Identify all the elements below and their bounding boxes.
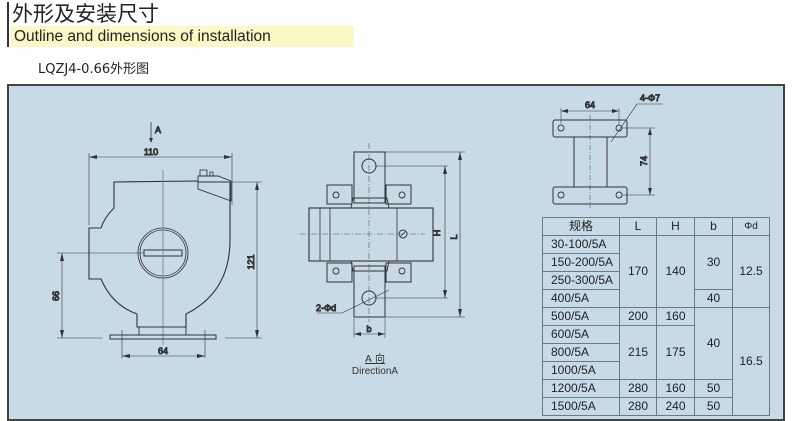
side-h-label: H (432, 230, 442, 237)
drawing-subtitle: LQZJ4-0.66外形图 (38, 62, 150, 77)
base-view: 64 4-Φ7 74 (552, 93, 663, 208)
side-hole-label: 2-Φd (316, 303, 336, 313)
section-title-en: Outline and dimensions of installation (14, 28, 271, 45)
title-highlight (11, 26, 354, 47)
table-row: 150-200/5A (542, 253, 770, 272)
table-row: 500/5A 200 160 40 16.5 (542, 307, 770, 416)
base-height-dim: 74 (639, 156, 649, 166)
cell-l: 215 (619, 325, 657, 380)
arrow-a-label: A (155, 125, 161, 135)
cell-d: 12.5 (732, 235, 770, 308)
side-view: H L 2-Φd b (300, 143, 465, 338)
base-width-dim: 64 (585, 100, 595, 110)
spec-table-header: 规格 L H b Φd (542, 217, 770, 236)
header-b: b (694, 217, 733, 236)
cell-spec: 400/5A (542, 289, 620, 308)
cell-spec: 500/5A (542, 307, 620, 326)
cell-spec: 1000/5A (542, 361, 620, 380)
direction-label-en: DirectionA (351, 366, 399, 377)
section-title-cn: 外形及安装尺寸 (12, 2, 159, 26)
cell-b: 50 (694, 397, 733, 416)
cell-l: 200 (619, 307, 657, 326)
base-hole-label: 4-Φ7 (640, 93, 660, 103)
front-center-height-dim: 66 (51, 291, 61, 301)
direction-label-cn: A 向 (364, 354, 386, 365)
cell-h: 240 (656, 397, 695, 416)
header-l: L (619, 217, 657, 236)
cell-spec: 150-200/5A (542, 253, 620, 272)
cell-spec: 800/5A (542, 343, 620, 362)
front-width-dim: 110 (144, 147, 158, 157)
title-accent-bar (7, 2, 9, 47)
cell-h: 160 (656, 307, 695, 326)
cell-spec: 30-100/5A (542, 235, 620, 254)
header-spec: 规格 (542, 217, 620, 236)
cell-b: 50 (694, 379, 733, 398)
table-row: 600/5A 215 175 (542, 325, 770, 380)
cell-spec: 600/5A (542, 325, 620, 344)
cell-spec: 250-300/5A (542, 271, 620, 290)
front-height-dim: 121 (246, 254, 256, 269)
cell-b: 40 (694, 307, 733, 380)
side-l-label: L (449, 234, 459, 239)
table-row: 1000/5A (542, 361, 770, 380)
table-row: 400/5A 40 (542, 289, 770, 308)
spec-table: 规格 L H b Φd 30-100/5A 170 140 30 12.5 15… (542, 217, 770, 416)
direction-label: A 向 DirectionA (335, 354, 415, 378)
cell-spec: 1200/5A (542, 379, 620, 398)
cell-h: 160 (656, 379, 695, 398)
cell-b: 30 (694, 235, 733, 290)
front-view: A 110 121 66 (51, 122, 262, 358)
cell-spec: 1500/5A (542, 397, 620, 416)
table-row: 1200/5A 280 160 50 (542, 379, 770, 398)
cell-d: 16.5 (732, 307, 770, 416)
table-row: 1500/5A 280 240 50 (542, 397, 770, 416)
header-d: Φd (732, 217, 770, 236)
cell-l: 280 (619, 397, 657, 416)
table-row: 30-100/5A 170 140 30 12.5 (542, 235, 770, 308)
cell-l: 280 (619, 379, 657, 398)
header-h: H (656, 217, 695, 236)
table-row: 250-300/5A (542, 271, 770, 290)
front-base-width-dim: 64 (158, 346, 168, 356)
cell-b: 40 (694, 289, 733, 308)
side-b-label: b (366, 324, 371, 334)
cell-h: 140 (656, 235, 695, 308)
cell-h: 175 (656, 325, 695, 380)
cell-l: 170 (619, 235, 657, 308)
